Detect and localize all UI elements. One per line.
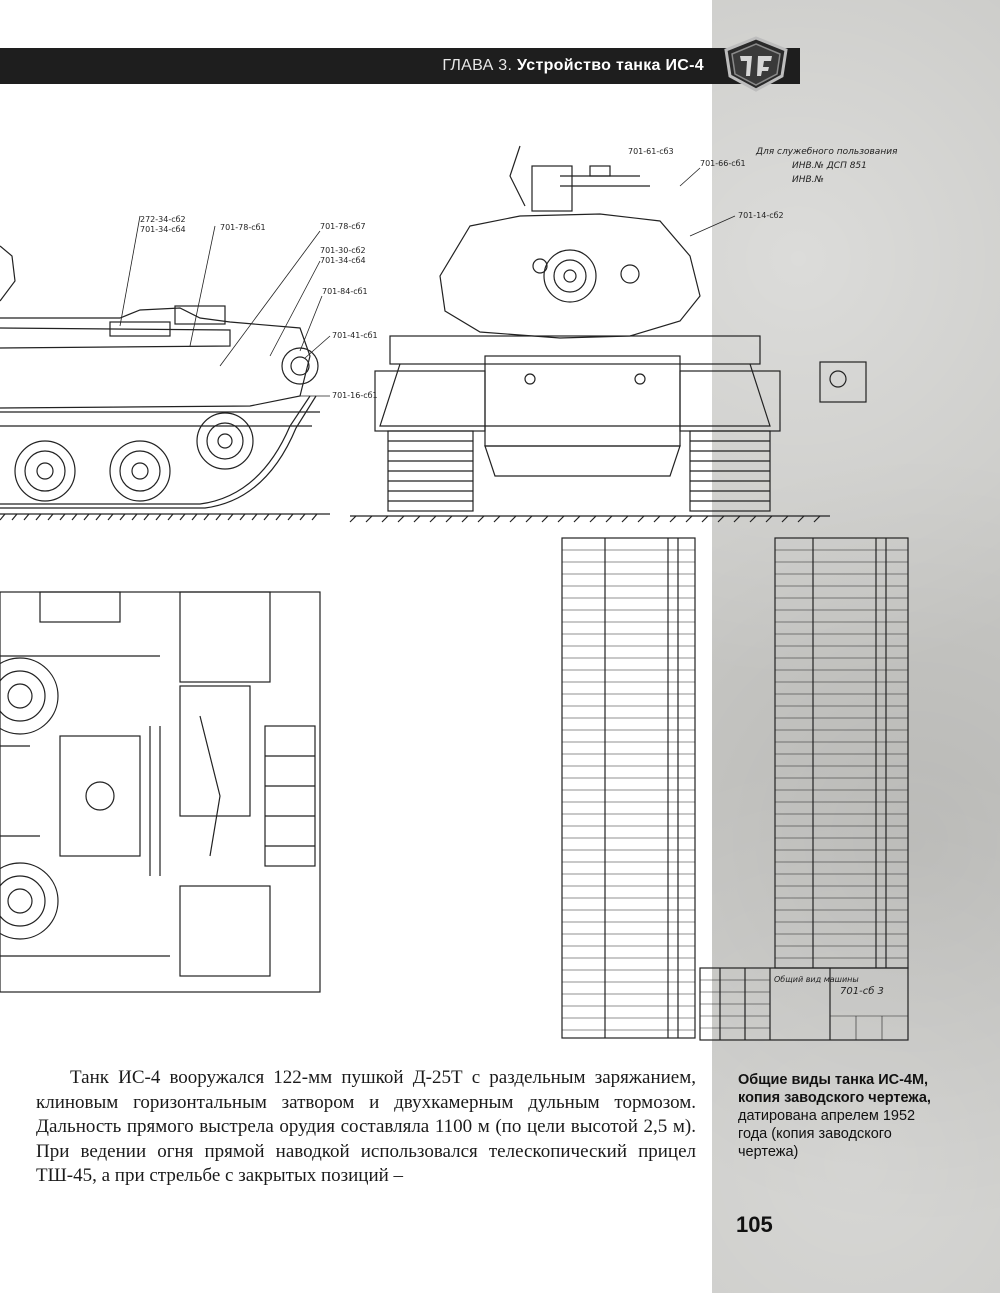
tank-technical-drawing: Для служебного пользования ИНВ.№ ДСП 851…: [0, 145, 909, 1041]
stamp-line-1: Для служебного пользования: [755, 147, 898, 157]
stamp-line-3: ИНВ.№: [792, 175, 824, 185]
callout-8: 701-41-сб1: [332, 331, 378, 340]
title-block-code: 701-сб 3: [840, 985, 884, 997]
chapter-header: ГЛАВА 3. Устройство танка ИС-4: [442, 57, 704, 75]
callout-10: 701-61-сб3: [628, 147, 674, 156]
chapter-label: ГЛАВА 3.: [442, 57, 513, 74]
caption-rest: датирована апрелем 1952 года (копия заво…: [738, 1108, 916, 1160]
side-view-drawing: [0, 215, 331, 521]
callout-4: 701-78-сб7: [320, 222, 366, 231]
parts-table-left: [561, 537, 696, 1039]
callout-7: 701-84-сб1: [322, 287, 368, 296]
front-view-drawing: [349, 145, 867, 523]
callout-1: 272-34-сб2: [140, 215, 186, 224]
caption-lead: Общие виды танка ИС-4М, копия заводского…: [738, 1072, 931, 1106]
callout-12: 701-14-сб2: [738, 211, 784, 220]
callout-5: 701-30-сб2: [320, 246, 366, 255]
chapter-title: Устройство танка ИС-4: [517, 57, 704, 74]
callout-11: 701-66-сб1: [700, 159, 746, 168]
page-number: 105: [736, 1212, 773, 1237]
callout-9: 701-16-сб1: [332, 391, 378, 400]
callout-6: 701-34-сб4: [320, 256, 366, 265]
callout-3: 701-78-сб1: [220, 223, 266, 232]
title-block-label: Общий вид машины: [774, 975, 859, 984]
chapter-header-bar: [0, 48, 800, 84]
stamp-line-2: ИНВ.№ ДСП 851: [792, 161, 867, 171]
body-paragraph: Танк ИС-4 вооружался 122-мм пушкой Д-25Т…: [36, 1067, 696, 1186]
top-view-drawing: [0, 591, 321, 993]
figure-caption: Общие виды танка ИС-4М, копия заводского…: [738, 1071, 938, 1161]
parts-table-right: [699, 537, 909, 1041]
side-texture-panel: [712, 0, 1000, 1293]
world-of-tanks-logo-icon: [724, 36, 788, 92]
callout-2: 701-34-сб4: [140, 225, 186, 234]
